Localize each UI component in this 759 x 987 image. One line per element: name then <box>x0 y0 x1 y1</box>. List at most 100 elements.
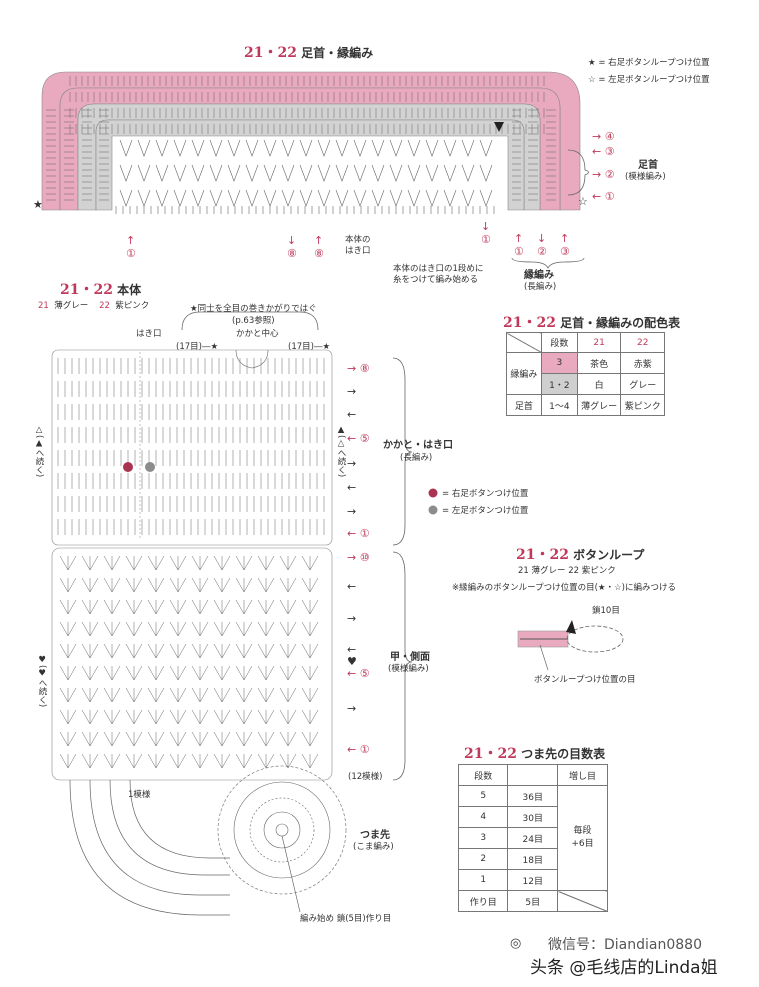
st17-left: (17目)―★ <box>176 342 219 352</box>
legend-text: = 左足ボタンループつけ位置 <box>598 75 710 85</box>
cuff-start-note: 本体のはき口の1段めに 糸をつけて編み始める <box>393 264 484 285</box>
seam-note: ★同士を全目の巻きかがりではぐ <box>190 304 317 314</box>
heel-area <box>51 349 333 546</box>
legend-text: = 右足ボタンループつけ位置 <box>598 58 710 68</box>
color-val: 薄グレー <box>54 301 89 311</box>
toe-start-note: 編み始め 鎖(5目)作り目 <box>300 914 392 924</box>
instep-arrow: ← <box>347 643 357 656</box>
cuff-legend-star: ★ = 右足ボタンループつけ位置 <box>588 56 710 68</box>
c21-cell: 薄グレー <box>576 394 622 416</box>
triangle-cont-left: △(▲へ続く) <box>34 425 44 478</box>
c22-cell: 赤紫 <box>620 352 665 374</box>
row-cell: 3 <box>457 827 509 849</box>
row-num: ④ <box>604 130 615 143</box>
cuff-label: 足首 <box>638 160 658 171</box>
toe-table-title-num: 21・22 <box>464 746 517 762</box>
toe-sub: (こま編み) <box>353 842 394 852</box>
watermark-wechat: 微信号：Diandian0880 <box>548 937 702 953</box>
st-cell: 36目 <box>507 785 559 807</box>
row-num: ① <box>359 743 370 756</box>
mark: ③ <box>560 245 570 258</box>
loop-note: ※縁編みのボタンループつけ位置の目(★・☆)に編みつける <box>452 583 676 593</box>
heel-arrow: → <box>347 385 357 398</box>
mark: ② <box>537 245 547 258</box>
right-button-legend: = 右足ボタンつけ位置 <box>442 489 529 499</box>
body-title-text: 本体 <box>117 283 142 297</box>
st-cell: 18目 <box>507 848 559 870</box>
toe-table-title: 21・22 つま先の目数表 <box>464 743 605 763</box>
pattern-repeat: (12模様) <box>348 772 383 782</box>
toe-table-title-text: つま先の目数表 <box>521 747 606 761</box>
instep-sub: (模様編み) <box>388 664 429 674</box>
cuff-title-num: 21・22 <box>244 45 297 61</box>
heel-label: かかと・はき口 <box>383 440 453 451</box>
diag-cell <box>557 890 608 912</box>
heel-row-8: → ⑧ <box>347 362 370 375</box>
instep-arrow: → <box>347 612 357 625</box>
color-table-title-text: 足首・縁編みの配色表 <box>560 316 681 330</box>
c22-cell: グレー <box>620 373 665 395</box>
cuff-band <box>41 71 581 211</box>
body-color-line: 21 薄グレー 22 紫ピンク <box>38 299 149 311</box>
section-brackets <box>181 149 589 781</box>
c22-cell: 紫ピンク <box>620 394 665 416</box>
triangle-cont-right: ▲(△へ続く) <box>336 425 346 478</box>
mark: ⑧ <box>314 247 324 260</box>
cuff-mark-b: ↓⑧ <box>287 234 297 260</box>
c21-cell: 白 <box>576 373 622 395</box>
cuff-label-sub: (模様編み) <box>625 172 666 182</box>
row-num: ② <box>604 168 615 181</box>
loop-pos-label: ボタンループつけ位置の目 <box>534 675 636 685</box>
row-cell: 1 <box>457 869 509 891</box>
loop-title-num: 21・22 <box>516 547 569 563</box>
row-cell: 4 <box>457 806 509 828</box>
instep-area <box>51 547 333 781</box>
instep-label: 甲・側面 <box>390 652 430 663</box>
color-val: 紫ピンク <box>115 301 150 311</box>
svg-text:☆: ☆ <box>578 195 588 208</box>
color-table-title-num: 21・22 <box>503 315 556 331</box>
heel-sub: (長編み) <box>400 453 433 463</box>
heel-arrow: → <box>347 457 357 470</box>
cuff-row-1: ← ① <box>592 190 615 203</box>
body-title-num: 21・22 <box>60 282 113 298</box>
cuff-mark-f: ↓② <box>537 232 547 258</box>
cuff-mark-a: ↑① <box>126 234 136 260</box>
mark: ⑧ <box>287 247 297 260</box>
opening-label: はき口 <box>136 329 162 339</box>
body-title: 21・22 本体 <box>60 279 141 299</box>
head-cell: 21 <box>576 332 622 353</box>
loop-colors: 21 薄グレー 22 紫ピンク <box>518 566 616 576</box>
head-cell: 22 <box>620 332 665 353</box>
instep-row-5: ← ⑤ <box>347 667 370 680</box>
edge-label-sub: (長編み) <box>524 282 557 292</box>
group-cell: 縁編み <box>506 352 542 395</box>
heel-row-5: ← ⑤ <box>347 432 370 445</box>
cuff-row-2: → ② <box>592 168 615 181</box>
row-cell: 2 <box>457 848 509 870</box>
loop-title-text: ボタンループ <box>573 548 645 562</box>
watermark-toutiao: 头条 @毛线店的Linda姐 <box>530 958 718 978</box>
heel-center-label: かかと中心 <box>236 329 279 339</box>
legend-gray-dot <box>428 505 438 515</box>
row-num: ① <box>604 190 615 203</box>
cuff-mark-g: ↑③ <box>560 232 570 258</box>
st-cell: 30目 <box>507 806 559 828</box>
row-cell: 1・2 <box>540 373 578 395</box>
edge-label: 縁編み <box>524 270 554 281</box>
row-cell: 5 <box>457 785 509 807</box>
heel-arrow: ← <box>347 481 357 494</box>
seam-ref: (p.63参照) <box>232 316 275 326</box>
st-cell: 12目 <box>507 869 559 891</box>
color-key: 22 <box>99 301 110 311</box>
star-icon: ★ <box>588 58 596 68</box>
row-cell: 3 <box>540 352 578 374</box>
loop-title: 21・22 ボタンループ <box>516 544 644 564</box>
row-num: ③ <box>604 145 615 158</box>
open-star-icon: ☆ <box>588 75 596 85</box>
cuff-mark-c: ↑⑧ <box>314 234 324 260</box>
head-cell: 段数 <box>457 764 509 786</box>
toe-arcs <box>69 779 230 916</box>
